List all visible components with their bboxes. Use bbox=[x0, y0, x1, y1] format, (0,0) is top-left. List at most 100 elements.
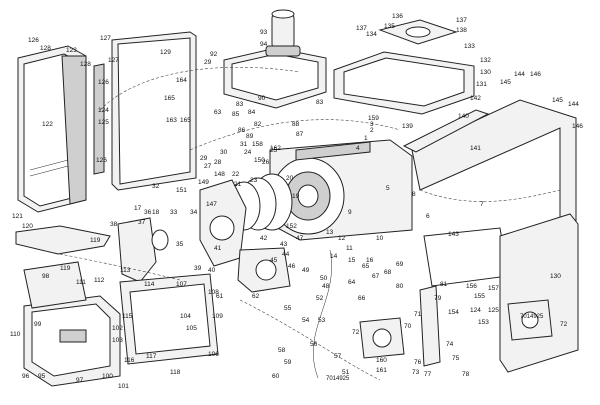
callout-18: 18 bbox=[152, 209, 160, 216]
callout-36: 36 bbox=[144, 209, 152, 216]
callout-119: 119 bbox=[60, 265, 71, 272]
callout-139: 139 bbox=[402, 123, 413, 130]
callout-42: 42 bbox=[260, 235, 268, 242]
callout-108: 108 bbox=[208, 289, 219, 296]
callout-131: 131 bbox=[476, 81, 487, 88]
callout-45: 45 bbox=[270, 257, 278, 264]
electronics-module bbox=[23, 261, 87, 309]
callout-106: 106 bbox=[208, 351, 219, 358]
callout-58: 58 bbox=[278, 347, 286, 354]
callout-109: 109 bbox=[212, 313, 223, 320]
callout-73: 73 bbox=[412, 369, 420, 376]
callout-38: 38 bbox=[110, 221, 118, 228]
callout-31: 31 bbox=[240, 141, 248, 148]
callout-110: 110 bbox=[10, 331, 21, 338]
callout-43: 43 bbox=[280, 241, 288, 248]
pump-assembly bbox=[237, 247, 291, 293]
callout-130: 130 bbox=[550, 273, 561, 280]
callout-127: 127 bbox=[100, 35, 111, 42]
callout-126: 126 bbox=[96, 157, 107, 164]
callout-156: 156 bbox=[466, 283, 477, 290]
callout-125: 125 bbox=[98, 119, 109, 126]
callout-161: 161 bbox=[376, 367, 387, 374]
callout-52: 52 bbox=[316, 295, 324, 302]
callout-49: 49 bbox=[302, 267, 310, 274]
callout-57: 57 bbox=[334, 353, 342, 360]
callout-146: 146 bbox=[572, 123, 583, 130]
callout-100: 100 bbox=[102, 373, 113, 380]
callout-53: 53 bbox=[318, 317, 326, 324]
callout-125: 125 bbox=[488, 307, 499, 314]
callout-103: 103 bbox=[112, 337, 123, 344]
callout-83: 83 bbox=[316, 99, 324, 106]
callout-23: 23 bbox=[250, 177, 258, 184]
callout-77: 77 bbox=[424, 371, 432, 378]
callout-9: 9 bbox=[348, 209, 352, 216]
assembly-dashed-lines bbox=[39, 66, 561, 381]
callout-115: 115 bbox=[122, 313, 133, 320]
callout-71: 71 bbox=[414, 311, 422, 318]
callout-126: 126 bbox=[98, 79, 109, 86]
callout-124: 124 bbox=[470, 307, 481, 314]
callout-123: 123 bbox=[66, 47, 77, 54]
callout-147: 147 bbox=[206, 201, 217, 208]
part-code-label: 7014925 bbox=[326, 376, 350, 382]
callout-129: 129 bbox=[160, 49, 171, 56]
callout-144: 144 bbox=[514, 71, 525, 78]
callout-19: 19 bbox=[292, 193, 300, 200]
callout-15: 15 bbox=[348, 257, 356, 264]
callout-152: 152 bbox=[286, 223, 297, 230]
callout-29: 29 bbox=[200, 155, 208, 162]
callout-160: 160 bbox=[376, 357, 387, 364]
callout-67: 67 bbox=[372, 273, 380, 280]
callout-75: 75 bbox=[452, 355, 460, 362]
callout-96: 96 bbox=[22, 373, 30, 380]
callout-29: 29 bbox=[204, 59, 212, 66]
callout-133: 133 bbox=[464, 43, 475, 50]
callout-116: 116 bbox=[124, 357, 135, 364]
callout-155: 155 bbox=[474, 293, 485, 300]
callout-80: 80 bbox=[396, 283, 404, 290]
callout-157: 157 bbox=[488, 285, 499, 292]
callout-165: 165 bbox=[164, 95, 175, 102]
callout-83: 83 bbox=[236, 101, 244, 108]
bottom-cover-plate bbox=[15, 225, 111, 255]
callout-145: 145 bbox=[500, 79, 511, 86]
callout-10: 10 bbox=[376, 235, 384, 242]
mixing-venturi bbox=[117, 217, 169, 283]
callout-99: 99 bbox=[34, 321, 42, 328]
callout-119: 119 bbox=[90, 237, 101, 244]
callout-34: 34 bbox=[190, 209, 198, 216]
callout-128: 128 bbox=[80, 61, 91, 68]
callout-59: 59 bbox=[284, 359, 292, 366]
callout-95: 95 bbox=[38, 373, 46, 380]
callout-14: 14 bbox=[330, 253, 338, 260]
callout-28: 28 bbox=[214, 159, 222, 166]
callout-35: 35 bbox=[176, 241, 184, 248]
callout-130: 130 bbox=[480, 69, 491, 76]
callout-72: 72 bbox=[560, 321, 568, 328]
callout-69: 69 bbox=[396, 261, 404, 268]
flue-adapter bbox=[265, 9, 301, 57]
callout-101: 101 bbox=[118, 383, 129, 390]
callout-97: 97 bbox=[76, 377, 84, 384]
side-trim-strip bbox=[93, 63, 105, 175]
callout-3: 3 bbox=[370, 121, 374, 128]
callout-159: 159 bbox=[368, 115, 379, 122]
callout-13: 13 bbox=[326, 229, 334, 236]
callout-137: 137 bbox=[456, 17, 467, 24]
callout-47: 47 bbox=[296, 235, 304, 242]
callout-68: 68 bbox=[384, 269, 392, 276]
callout-105: 105 bbox=[186, 325, 197, 332]
callout-126: 126 bbox=[28, 37, 39, 44]
callout-158: 158 bbox=[252, 141, 263, 148]
callout-146: 146 bbox=[530, 71, 541, 78]
callout-111: 111 bbox=[76, 279, 86, 286]
front-casing-panel bbox=[17, 45, 87, 213]
part-codes: 7014925 7014925 bbox=[326, 314, 544, 382]
callout-128: 128 bbox=[40, 45, 51, 52]
callout-50: 50 bbox=[320, 275, 328, 282]
callout-93: 93 bbox=[260, 29, 268, 36]
callout-26: 26 bbox=[262, 159, 270, 166]
callout-41: 41 bbox=[214, 245, 222, 252]
